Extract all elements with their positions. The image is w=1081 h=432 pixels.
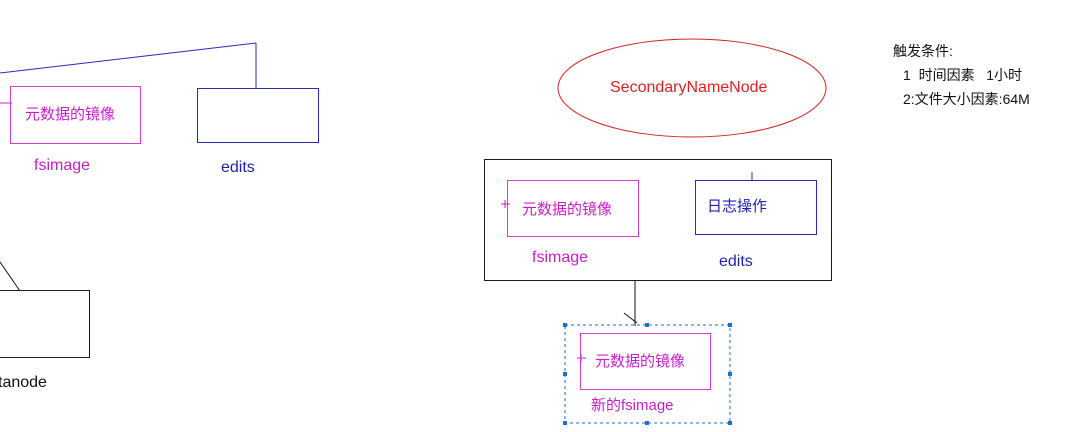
datanode-label: tanode (0, 374, 47, 391)
left-fsimage-box[interactable] (10, 86, 141, 144)
selection-handle (563, 421, 567, 425)
secondary-fsimage-label: fsimage (532, 249, 589, 266)
secondary-container-box[interactable] (484, 159, 832, 281)
datanode-connector-line (0, 261, 21, 292)
left-fsimage-box-label: 元数据的镜像 (25, 106, 116, 123)
selection-handle (728, 323, 732, 327)
selection-handle (563, 323, 567, 327)
selection-handle (728, 421, 732, 425)
secondary-edits-label: edits (719, 253, 753, 270)
secondary-diag-line (623, 312, 638, 324)
trigger-line-1: 1 时间因素 1小时 (903, 67, 1023, 83)
selection-handle (645, 323, 649, 327)
secondary-fsimage-box-label: 元数据的镜像 (522, 201, 613, 218)
left-edits-box[interactable] (197, 88, 319, 143)
selection-handle (728, 372, 732, 376)
trigger-line-2: 2:文件大小因素:64M (903, 91, 1030, 107)
new-fsimage-label: 新的fsimage (591, 397, 674, 414)
selection-handle (645, 421, 649, 425)
secondary-namenode-title: SecondaryNameNode (610, 79, 768, 96)
left-fsimage-label: fsimage (34, 157, 91, 174)
selection-handles (563, 323, 732, 425)
secondary-edits-box-label: 日志操作 (707, 198, 768, 215)
datanode-box[interactable] (0, 290, 90, 358)
new-fsimage-box[interactable] (580, 333, 711, 390)
new-fsimage-box-label: 元数据的镜像 (595, 353, 686, 370)
left-edits-label: edits (221, 159, 255, 176)
top-connector-line (0, 42, 257, 74)
selection-handle (563, 372, 567, 376)
trigger-title: 触发条件: (893, 43, 953, 59)
secondary-namenode-ellipse (557, 38, 827, 138)
secondary-edits-box[interactable] (695, 180, 817, 235)
secondary-fsimage-box[interactable] (507, 180, 639, 237)
